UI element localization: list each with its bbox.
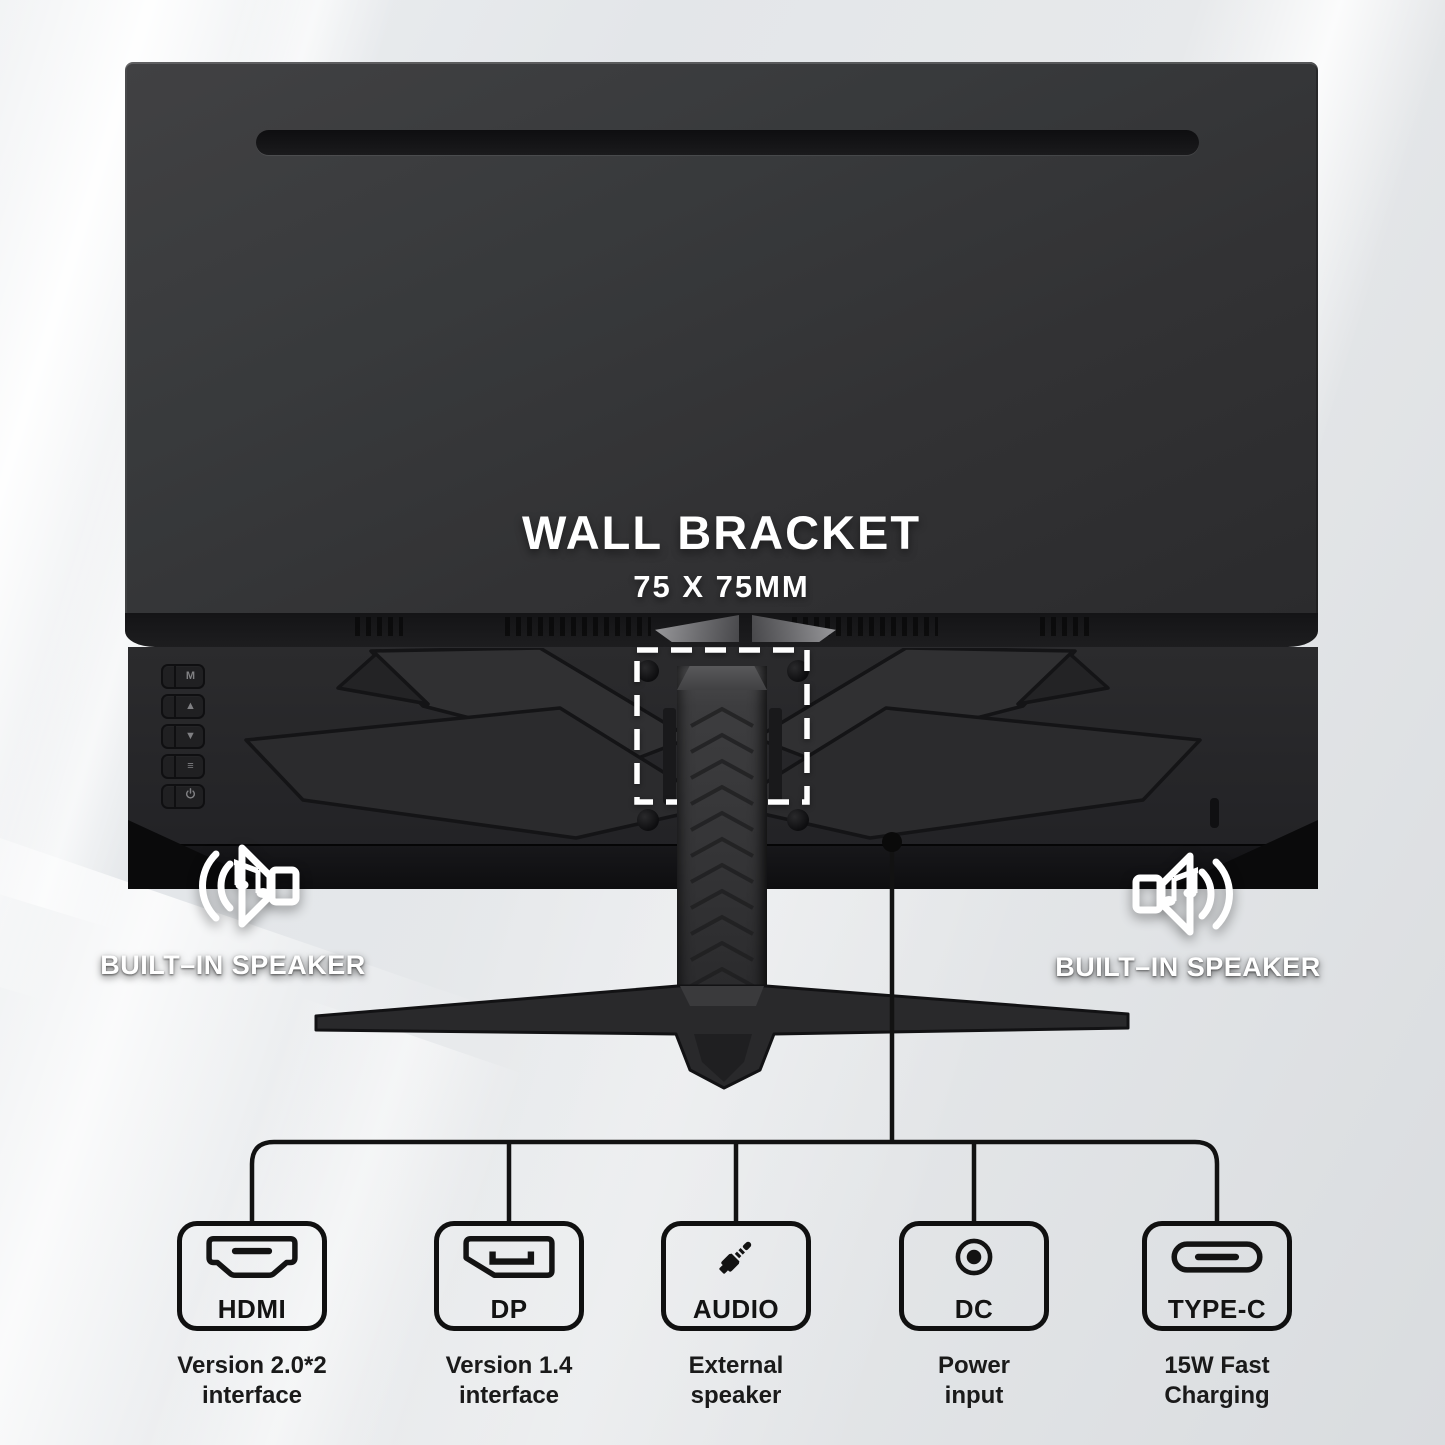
vesa-hole: [787, 809, 809, 831]
vesa-hole: [637, 809, 659, 831]
port-desc-line1: Version 2.0*2: [177, 1352, 327, 1379]
button-tab: [161, 664, 176, 689]
port-desc-line2: interface: [458, 1382, 560, 1409]
m-button-icon: M: [185, 670, 196, 682]
port-desc-line2: interface: [201, 1382, 303, 1409]
osd-button-down[interactable]: ▼: [161, 724, 205, 749]
osd-button-m[interactable]: M: [161, 664, 205, 689]
port-dp: DP Version 1.4 interface: [419, 1221, 599, 1411]
port-desc-line2: speaker: [690, 1382, 782, 1409]
built-in-speaker-label: BUILT–IN SPEAKER: [100, 950, 366, 980]
built-in-speaker-label: BUILT–IN SPEAKER: [1055, 952, 1321, 982]
port-label: DC: [954, 1294, 994, 1324]
button-tab: [161, 784, 176, 809]
type-c-port-box: TYPE-C: [1142, 1221, 1292, 1331]
speaker-music-icon: [199, 844, 300, 928]
port-description: 15W Fast Charging: [1164, 1351, 1269, 1411]
stand-column: [677, 666, 767, 998]
port-audio: AUDIO External speaker: [646, 1221, 826, 1411]
port-description: Version 1.4 interface: [446, 1351, 573, 1411]
osd-button-menu[interactable]: ≡: [161, 754, 205, 779]
power-icon: [176, 785, 205, 808]
vent-teeth: [355, 617, 403, 636]
port-label: HDMI: [217, 1294, 287, 1324]
port-hdmi: HDMI Version 2.0*2 interface: [162, 1221, 342, 1411]
hdmi-port-box: HDMI: [177, 1221, 327, 1331]
vesa-hole: [787, 660, 809, 682]
stand-recess: [769, 708, 782, 804]
port-dc: DC Power input: [884, 1221, 1064, 1411]
vesa-dashed-outline: [634, 647, 810, 805]
audio-jack-icon: [712, 1234, 760, 1280]
port-type-c: TYPE-C 15W Fast Charging: [1127, 1221, 1307, 1411]
port-desc-line1: Version 1.4: [445, 1352, 573, 1379]
port-label: AUDIO: [692, 1294, 780, 1324]
kensington-slot: [1210, 798, 1219, 828]
osd-button-column: M ▲ ▼ ≡: [161, 664, 205, 809]
dp-port-icon: [463, 1234, 555, 1280]
port-desc-line1: External: [688, 1352, 784, 1379]
port-desc-line1: 15W Fast: [1164, 1352, 1270, 1379]
stand-recess: [663, 708, 676, 804]
stand-base: [314, 984, 1130, 1090]
port-label: TYPE-C: [1167, 1294, 1267, 1324]
audio-port-box: AUDIO: [661, 1221, 811, 1331]
port-description: External speaker: [689, 1351, 784, 1411]
port-description: Power input: [938, 1351, 1010, 1411]
wing-decorations: [128, 648, 1318, 846]
usb-c-port-icon: [1171, 1234, 1263, 1280]
menu-icon: ≡: [187, 760, 194, 772]
button-tab: [161, 754, 176, 779]
dp-port-box: DP: [434, 1221, 584, 1331]
arrow-up-icon: ▲: [185, 700, 196, 712]
port-desc-line2: Charging: [1164, 1382, 1270, 1409]
port-desc-line2: input: [944, 1382, 1004, 1409]
chevron-texture: [690, 706, 754, 988]
dc-port-box: DC: [899, 1221, 1049, 1331]
dc-power-icon: [951, 1234, 997, 1280]
button-tab: [161, 724, 176, 749]
port-desc-line1: Power: [937, 1352, 1011, 1379]
wall-bracket-size: 75 X 75MM: [633, 569, 810, 604]
vent-teeth: [1040, 617, 1092, 636]
vent-teeth: [505, 617, 651, 636]
hdmi-port-icon: [206, 1234, 298, 1280]
osd-button-up[interactable]: ▲: [161, 694, 205, 719]
port-description: Version 2.0*2 interface: [177, 1351, 326, 1411]
wall-bracket-title: WALL BRACKET: [521, 506, 922, 559]
port-label: DP: [490, 1294, 528, 1324]
button-tab: [161, 694, 176, 719]
speaker-music-icon: [1132, 852, 1233, 936]
arrow-down-icon: ▼: [185, 730, 196, 742]
top-vent-slot: [256, 130, 1199, 155]
vesa-hole: [637, 660, 659, 682]
osd-button-power[interactable]: [161, 784, 205, 809]
